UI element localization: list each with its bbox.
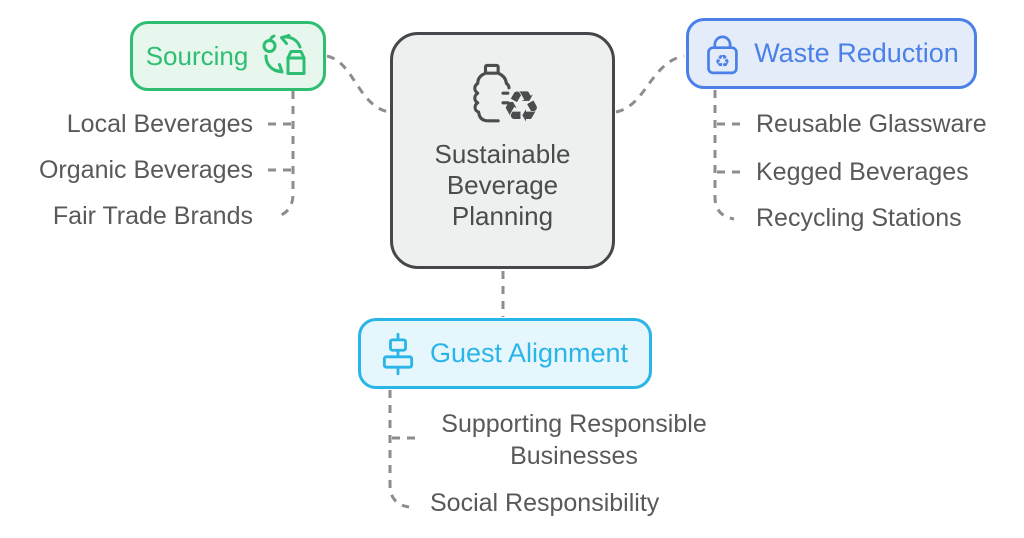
list-item-local-beverages: Local Beverages [66, 110, 253, 138]
node-sourcing-label: Sourcing [145, 40, 249, 71]
bottle-recycle-icon: ♻ [466, 63, 540, 133]
connector-sourcing-trunk [274, 91, 295, 219]
svg-text:♻: ♻ [715, 52, 730, 72]
node-guest-alignment[interactable]: Guest Alignment [358, 318, 652, 389]
recycle-lock-icon: ♻ [704, 31, 740, 77]
list-item-kegged-beverages: Kegged Beverages [756, 158, 969, 186]
connector-waste-trunk [713, 90, 735, 221]
connector-sourcing-center [326, 54, 390, 114]
list-item-organic-beverages: Organic Beverages [38, 156, 253, 184]
list-item-fair-trade-brands: Fair Trade Brands [52, 202, 253, 230]
node-center[interactable]: ♻ Sustainable Beverage Planning [390, 32, 615, 269]
sourcing-cycle-icon [260, 34, 310, 78]
connector-center-waste [615, 54, 685, 114]
svg-text:♻: ♻ [502, 82, 540, 132]
center-node-title: Sustainable Beverage Planning [434, 139, 571, 231]
node-guest-alignment-label: Guest Alignment [429, 338, 629, 368]
list-item-social-responsibility: Social Responsibility [430, 489, 660, 517]
node-waste-reduction-label: Waste Reduction [754, 38, 959, 68]
list-item-reusable-glassware: Reusable Glassware [756, 110, 987, 138]
align-center-icon [382, 332, 414, 376]
node-waste-reduction[interactable]: ♻ Waste Reduction [686, 18, 977, 89]
list-item-supporting-responsible-businesses: Supporting Responsible Businesses [441, 410, 707, 470]
connector-guest-trunk [388, 390, 410, 509]
list-item-recycling-stations: Recycling Stations [756, 204, 962, 232]
node-sourcing[interactable]: Sourcing [130, 21, 326, 91]
